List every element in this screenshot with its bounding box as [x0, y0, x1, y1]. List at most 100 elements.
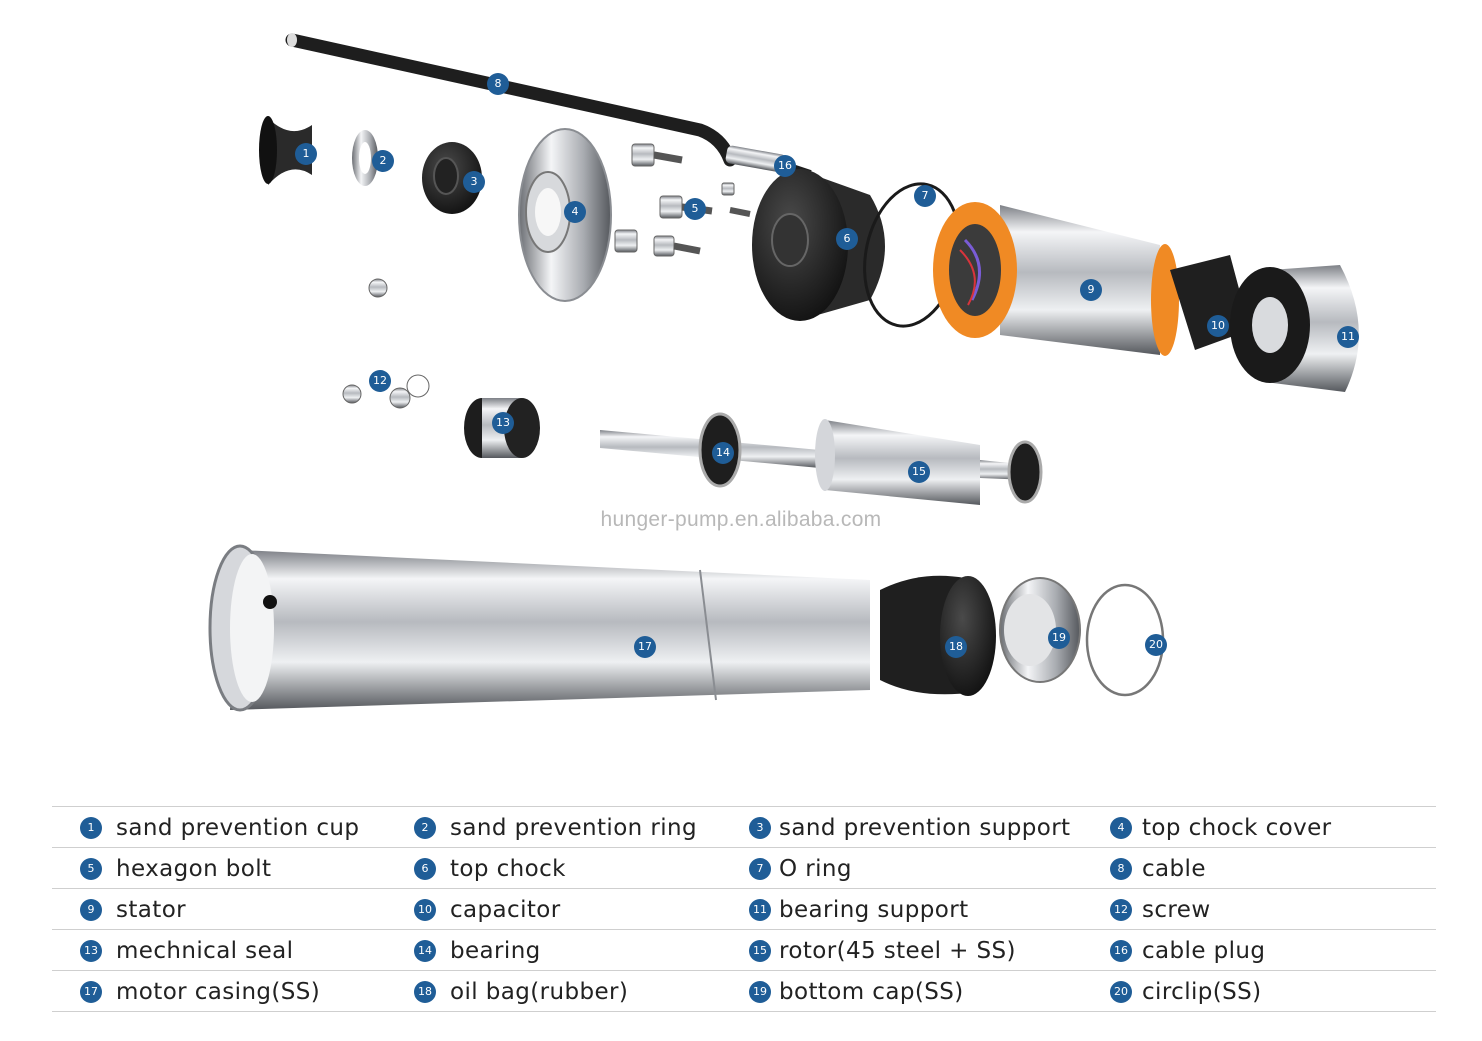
legend-item-17: 17 motor casing(SS) [80, 979, 320, 1005]
cable-plug-part [725, 145, 787, 173]
callout-2: 2 [372, 150, 394, 172]
part-label: bearing support [779, 897, 969, 923]
callout-19: 19 [1048, 627, 1070, 649]
watermark-text: hunger-pump.en.alibaba.com [600, 508, 882, 531]
number-badge: 5 [80, 858, 102, 880]
number-badge: 16 [1110, 940, 1132, 962]
part-label: sand prevention support [779, 815, 1071, 841]
legend-row: 1 sand prevention cup 2 sand prevention ri… [52, 806, 1436, 847]
number-badge: 13 [80, 940, 102, 962]
legend-item-3: 3 sand prevention support [749, 815, 1070, 841]
number-badge: 20 [1110, 981, 1132, 1003]
part-label: capacitor [450, 897, 561, 923]
pump-parts-illustration [208, 33, 1359, 712]
exploded-pump-diagram: 1 2 3 4 5 6 7 8 9 10 11 12 13 14 15 16 1… [208, 33, 1359, 712]
legend-item-7: 7 O ring [749, 856, 852, 882]
number-badge: 12 [1110, 899, 1132, 921]
legend-item-5: 5 hexagon bolt [80, 856, 271, 882]
callout-17: 17 [634, 636, 656, 658]
number-badge: 7 [749, 858, 771, 880]
callout-14: 14 [712, 442, 734, 464]
callout-16: 16 [774, 155, 796, 177]
legend-item-15: 15 rotor(45 steel + SS) [749, 938, 1016, 964]
hexagon-bolt-part [614, 143, 751, 257]
number-badge: 19 [749, 981, 771, 1003]
part-label: mechnical seal [116, 938, 294, 964]
part-label: top chock cover [1142, 815, 1332, 841]
bottom-cap-part [999, 577, 1081, 683]
part-label: bottom cap(SS) [779, 979, 964, 1005]
callout-13: 13 [492, 412, 514, 434]
number-badge: 11 [749, 899, 771, 921]
callout-11: 11 [1337, 326, 1359, 348]
legend-item-4: 4 top chock cover [1110, 815, 1332, 841]
part-label: circlip(SS) [1142, 979, 1262, 1005]
legend-item-9: 9 stator [80, 897, 186, 923]
number-badge: 4 [1110, 817, 1132, 839]
sand-prevention-support-part [422, 142, 482, 214]
parts-legend-table: 1 sand prevention cup 2 sand prevention ri… [52, 806, 1436, 1012]
callout-7: 7 [914, 185, 936, 207]
legend-item-20: 20 circlip(SS) [1110, 979, 1262, 1005]
callout-12: 12 [369, 370, 391, 392]
number-badge: 8 [1110, 858, 1132, 880]
part-label: sand prevention ring [450, 815, 697, 841]
rotor-shaft-part [600, 412, 1043, 505]
callout-18: 18 [945, 636, 967, 658]
part-label: bearing [450, 938, 541, 964]
number-badge: 15 [749, 940, 771, 962]
callout-8: 8 [487, 73, 509, 95]
part-label: stator [116, 897, 187, 923]
part-label: cable [1142, 856, 1206, 882]
callout-3: 3 [463, 171, 485, 193]
number-badge: 3 [749, 817, 771, 839]
callout-4: 4 [564, 201, 586, 223]
sand-prevention-cup-part [259, 116, 312, 185]
legend-row: 5 hexagon bolt 6 top chock 7 O ring 8 cable [52, 847, 1436, 888]
number-badge: 6 [414, 858, 436, 880]
number-badge: 1 [80, 817, 102, 839]
legend-item-19: 19 bottom cap(SS) [749, 979, 964, 1005]
legend-item-1: 1 sand prevention cup [80, 815, 359, 841]
part-label: hexagon bolt [116, 856, 272, 882]
number-badge: 9 [80, 899, 102, 921]
legend-item-6: 6 top chock [414, 856, 566, 882]
callout-1: 1 [295, 143, 317, 165]
part-label: top chock [450, 856, 566, 882]
number-badge: 14 [414, 940, 436, 962]
legend-item-11: 11 bearing support [749, 897, 968, 923]
legend-item-13: 13 mechnical seal [80, 938, 293, 964]
capacitor-part [1170, 255, 1250, 350]
legend-item-16: 16 cable plug [1110, 938, 1265, 964]
part-label: rotor(45 steel + SS) [779, 938, 1016, 964]
number-badge: 10 [414, 899, 436, 921]
callout-20: 20 [1145, 634, 1167, 656]
legend-item-2: 2 sand prevention ring [414, 815, 697, 841]
part-label: sand prevention cup [116, 815, 360, 841]
sand-prevention-ring-part [352, 130, 378, 186]
number-badge: 2 [414, 817, 436, 839]
callout-5: 5 [684, 198, 706, 220]
bearing-support-part [1230, 265, 1359, 392]
legend-row: 13 mechnical seal 14 bearing 15 rotor(45 st… [52, 929, 1436, 970]
screw-part [342, 278, 430, 409]
motor-casing-part [208, 544, 870, 712]
callout-10: 10 [1207, 315, 1229, 337]
top-chock-part [752, 169, 885, 321]
part-label: screw [1142, 897, 1211, 923]
legend-item-8: 8 cable [1110, 856, 1206, 882]
part-label: motor casing(SS) [116, 979, 321, 1005]
legend-item-12: 12 screw [1110, 897, 1211, 923]
part-label: O ring [779, 856, 852, 882]
part-label: cable plug [1142, 938, 1266, 964]
stator-part [933, 202, 1179, 356]
callout-6: 6 [836, 228, 858, 250]
number-badge: 17 [80, 981, 102, 1003]
legend-row: 9 stator 10 capacitor 11 bearing support 12… [52, 888, 1436, 929]
number-badge: 18 [414, 981, 436, 1003]
oil-bag-part [880, 575, 996, 696]
callout-9: 9 [1080, 279, 1102, 301]
mechanical-seal-part [464, 398, 540, 458]
legend-item-14: 14 bearing [414, 938, 541, 964]
